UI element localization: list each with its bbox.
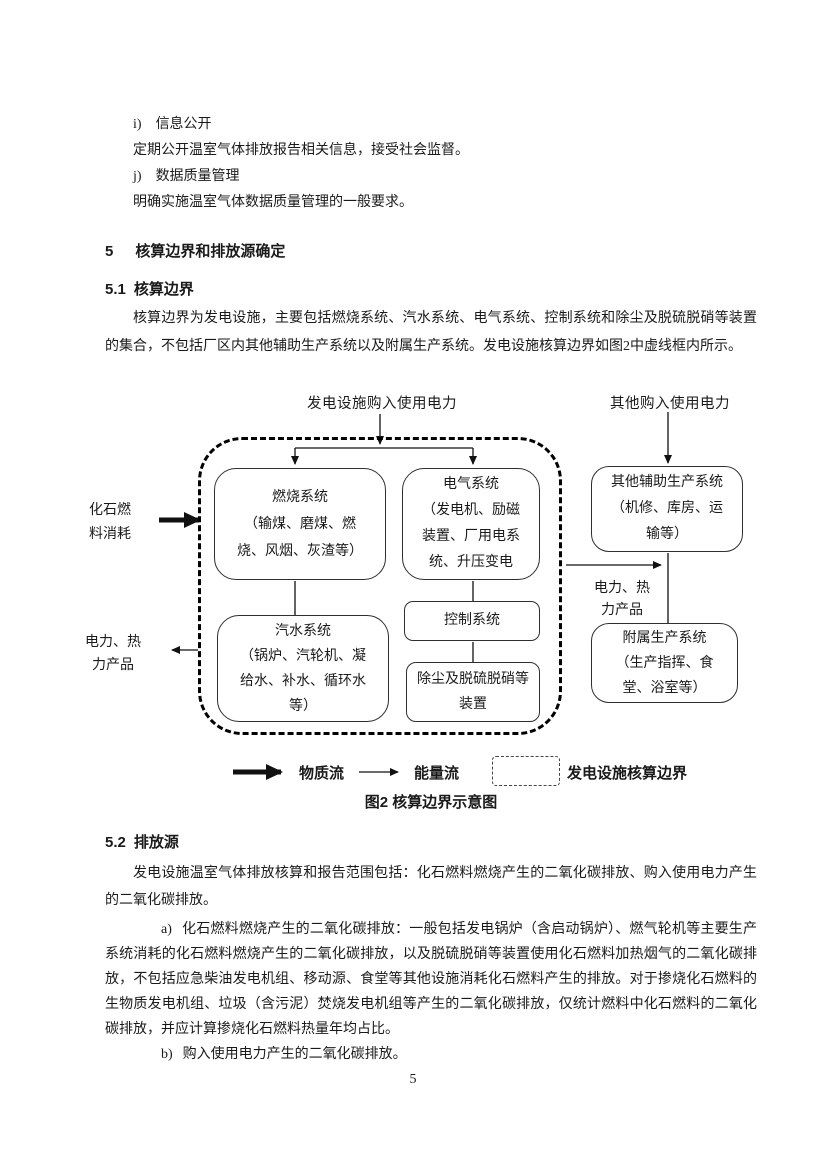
electrical-detail-2: 装置、厂用电系 <box>422 529 520 544</box>
preamble-list: i) 信息公开 定期公开温室气体排放报告相关信息，接受社会监督。 j) 数据质量管理… <box>105 112 757 216</box>
auxiliary-detail-1: （机修、库房、运 <box>611 501 723 516</box>
section-5-title: 核算边界和排放源确定 <box>135 243 286 260</box>
steam-water-detail-3: 等） <box>289 698 317 714</box>
section-5-2-heading: 5.2 排放源 <box>105 831 179 852</box>
auxiliary-title: 其他辅助生产系统 <box>611 475 723 490</box>
section-5-1-heading: 5.1 核算边界 <box>105 278 194 299</box>
section-5-2-item-a: a)化石燃料燃烧产生的二氧化碳排放：一般包括发电锅炉（含启动锅炉）、燃气轮机等主… <box>105 917 757 1042</box>
power-heat-output-right-label: 电力、热 力产品 <box>592 578 652 622</box>
section-5-2-title: 排放源 <box>133 834 179 851</box>
section-5-2-intro: 发电设施温室气体排放核算和报告范围包括：化石燃料燃烧产生的二氧化碳排放、购入使用… <box>105 866 757 908</box>
steam-water-title: 汽水系统 <box>275 623 331 639</box>
electrical-detail-1: （发电机、励磁 <box>422 503 520 518</box>
facility-purchased-power-label: 发电设施购入使用电力 <box>307 396 457 412</box>
electrical-title: 电气系统 <box>443 477 499 492</box>
combustion-system-box: 燃烧系统 （输煤、磨煤、燃 烧、风烟、灰渣等） <box>214 468 386 580</box>
item-i-marker: i) <box>133 117 142 132</box>
item-i-title: 信息公开 <box>155 117 212 132</box>
combustion-detail-2: 烧、风烟、灰渣等） <box>237 543 363 559</box>
control-title: 控制系统 <box>444 613 500 628</box>
page-number: 5 <box>409 1072 417 1087</box>
dedusting-line-1: 除尘及脱硫脱硝等 <box>417 672 529 687</box>
output-right-line-2: 力产品 <box>601 603 643 618</box>
section-5-1-paragraph: 核算边界为发电设施，主要包括燃烧系统、汽水系统、电气系统、控制系统和除尘及脱硫脱… <box>105 311 757 354</box>
item-j-marker: j) <box>133 169 142 184</box>
accounting-boundary-dashed-box <box>198 437 562 735</box>
section-5-2-body: 发电设施温室气体排放核算和报告范围包括：化石燃料燃烧产生的二氧化碳排放、购入使用… <box>105 860 757 1067</box>
attached-detail-1: （生产指挥、食 <box>615 655 714 671</box>
attached-title: 附属生产系统 <box>622 630 707 646</box>
item-j-title: 数据质量管理 <box>155 169 240 184</box>
fossil-fuel-consumption-label: 化石燃 料消耗 <box>82 499 138 547</box>
output-left-line-2: 力产品 <box>92 658 134 673</box>
legend-matter-flow-label: 物质流 <box>299 765 345 782</box>
legend-boundary-label: 发电设施核算边界 <box>567 765 688 782</box>
section-5-number: 5 <box>105 243 114 260</box>
electrical-detail-3: 统、升压变电 <box>429 555 513 570</box>
combustion-detail-1: （输煤、磨煤、燃 <box>244 516 356 532</box>
dedusting-desulfurization-box: 除尘及脱硫脱硝等 装置 <box>406 662 540 722</box>
item-a-text: 化石燃料燃烧产生的二氧化碳排放：一般包括发电锅炉（含启动锅炉）、燃气轮机等主要生… <box>105 922 757 1037</box>
legend-energy-flow-label: 能量流 <box>414 765 460 782</box>
electrical-system-box: 电气系统 （发电机、励磁 装置、厂用电系 统、升压变电 <box>402 468 540 580</box>
section-5-1-title: 核算边界 <box>133 281 194 298</box>
figure-caption: 图2 核算边界示意图 <box>364 794 498 811</box>
power-heat-output-left-label: 电力、热 力产品 <box>80 631 146 677</box>
section-5-2-number: 5.2 <box>105 834 126 851</box>
attached-detail-2: 堂、浴室等） <box>622 680 707 696</box>
list-item-i-desc: 定期公开温室气体排放报告相关信息，接受社会监督。 <box>133 143 469 158</box>
item-b-marker: b) <box>161 1047 173 1062</box>
list-item-j: j) 数据质量管理 <box>105 164 757 190</box>
control-system-box: 控制系统 <box>404 601 540 641</box>
item-a-marker: a) <box>161 922 172 937</box>
dedusting-line-2: 装置 <box>459 697 487 712</box>
list-item-j-desc: 明确实施温室气体数据质量管理的一般要求。 <box>133 195 413 210</box>
steam-water-detail-1: （锅炉、汽轮机、凝 <box>240 648 366 664</box>
section-5-heading: 5 核算边界和排放源确定 <box>105 240 285 261</box>
legend-boundary-swatch <box>492 756 560 786</box>
output-right-line-1: 电力、热 <box>594 581 650 596</box>
list-item-i: i) 信息公开 <box>105 112 757 138</box>
attached-production-box: 附属生产系统 （生产指挥、食 堂、浴室等） <box>591 623 738 703</box>
output-left-line-1: 电力、热 <box>85 635 141 650</box>
steam-water-system-box: 汽水系统 （锅炉、汽轮机、凝 给水、补水、循环水 等） <box>217 615 389 722</box>
fossil-fuel-line-2: 料消耗 <box>89 527 131 542</box>
section-5-2-item-b: b) 购入使用电力产生的二氧化碳排放。 <box>105 1042 757 1067</box>
auxiliary-production-box: 其他辅助生产系统 （机修、库房、运 输等） <box>591 466 743 552</box>
other-purchased-power-label: 其他购入使用电力 <box>610 396 730 412</box>
combustion-title: 燃烧系统 <box>272 489 328 505</box>
fossil-fuel-line-1: 化石燃 <box>89 503 131 518</box>
section-5-1-number: 5.1 <box>105 281 126 298</box>
item-b-text: 购入使用电力产生的二氧化碳排放。 <box>182 1047 407 1062</box>
auxiliary-detail-2: 输等） <box>646 527 688 542</box>
steam-water-detail-2: 给水、补水、循环水 <box>240 673 366 689</box>
